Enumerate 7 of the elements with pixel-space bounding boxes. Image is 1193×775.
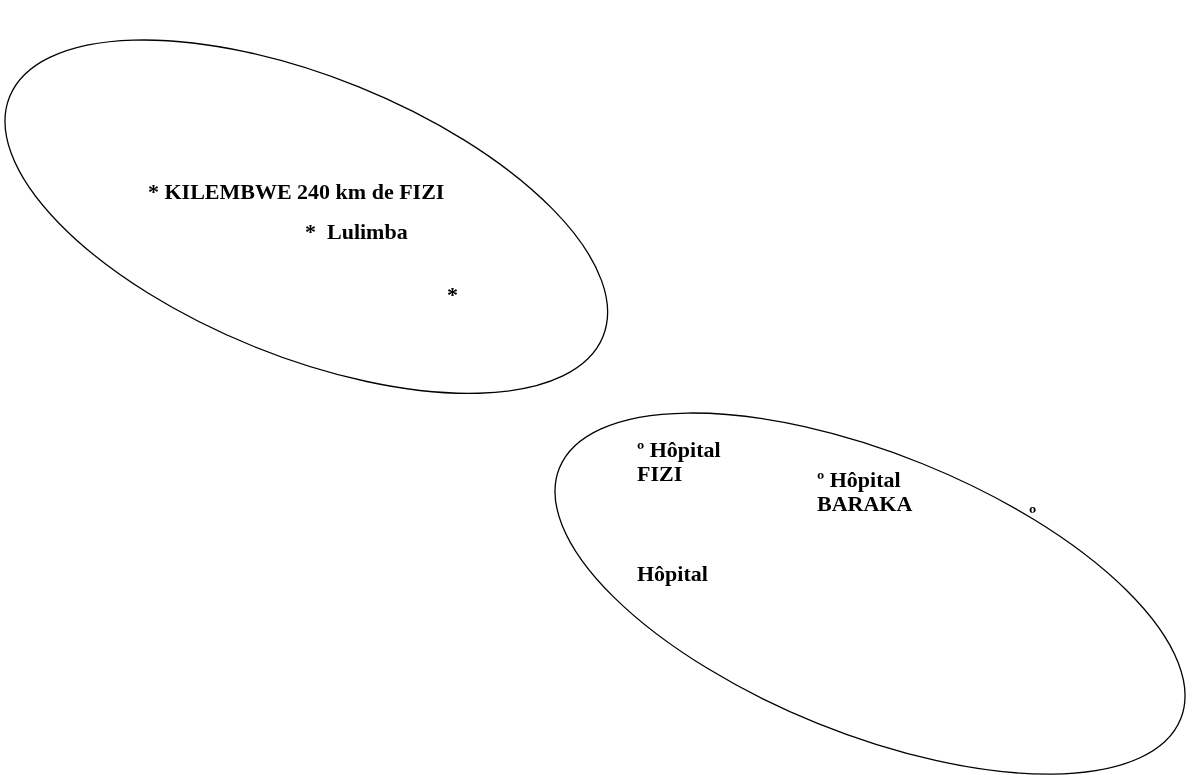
place-label: * Lulimba — [305, 220, 409, 244]
place-label: * — [447, 283, 459, 307]
place-label: * KILEMBWE 240 km de FIZI — [148, 180, 446, 204]
place-label: º — [1029, 502, 1038, 526]
place-label: º Hôpital BARAKA — [817, 468, 914, 516]
place-label: Hôpital — [637, 562, 709, 586]
place-label: º Hôpital FIZI — [637, 438, 722, 486]
